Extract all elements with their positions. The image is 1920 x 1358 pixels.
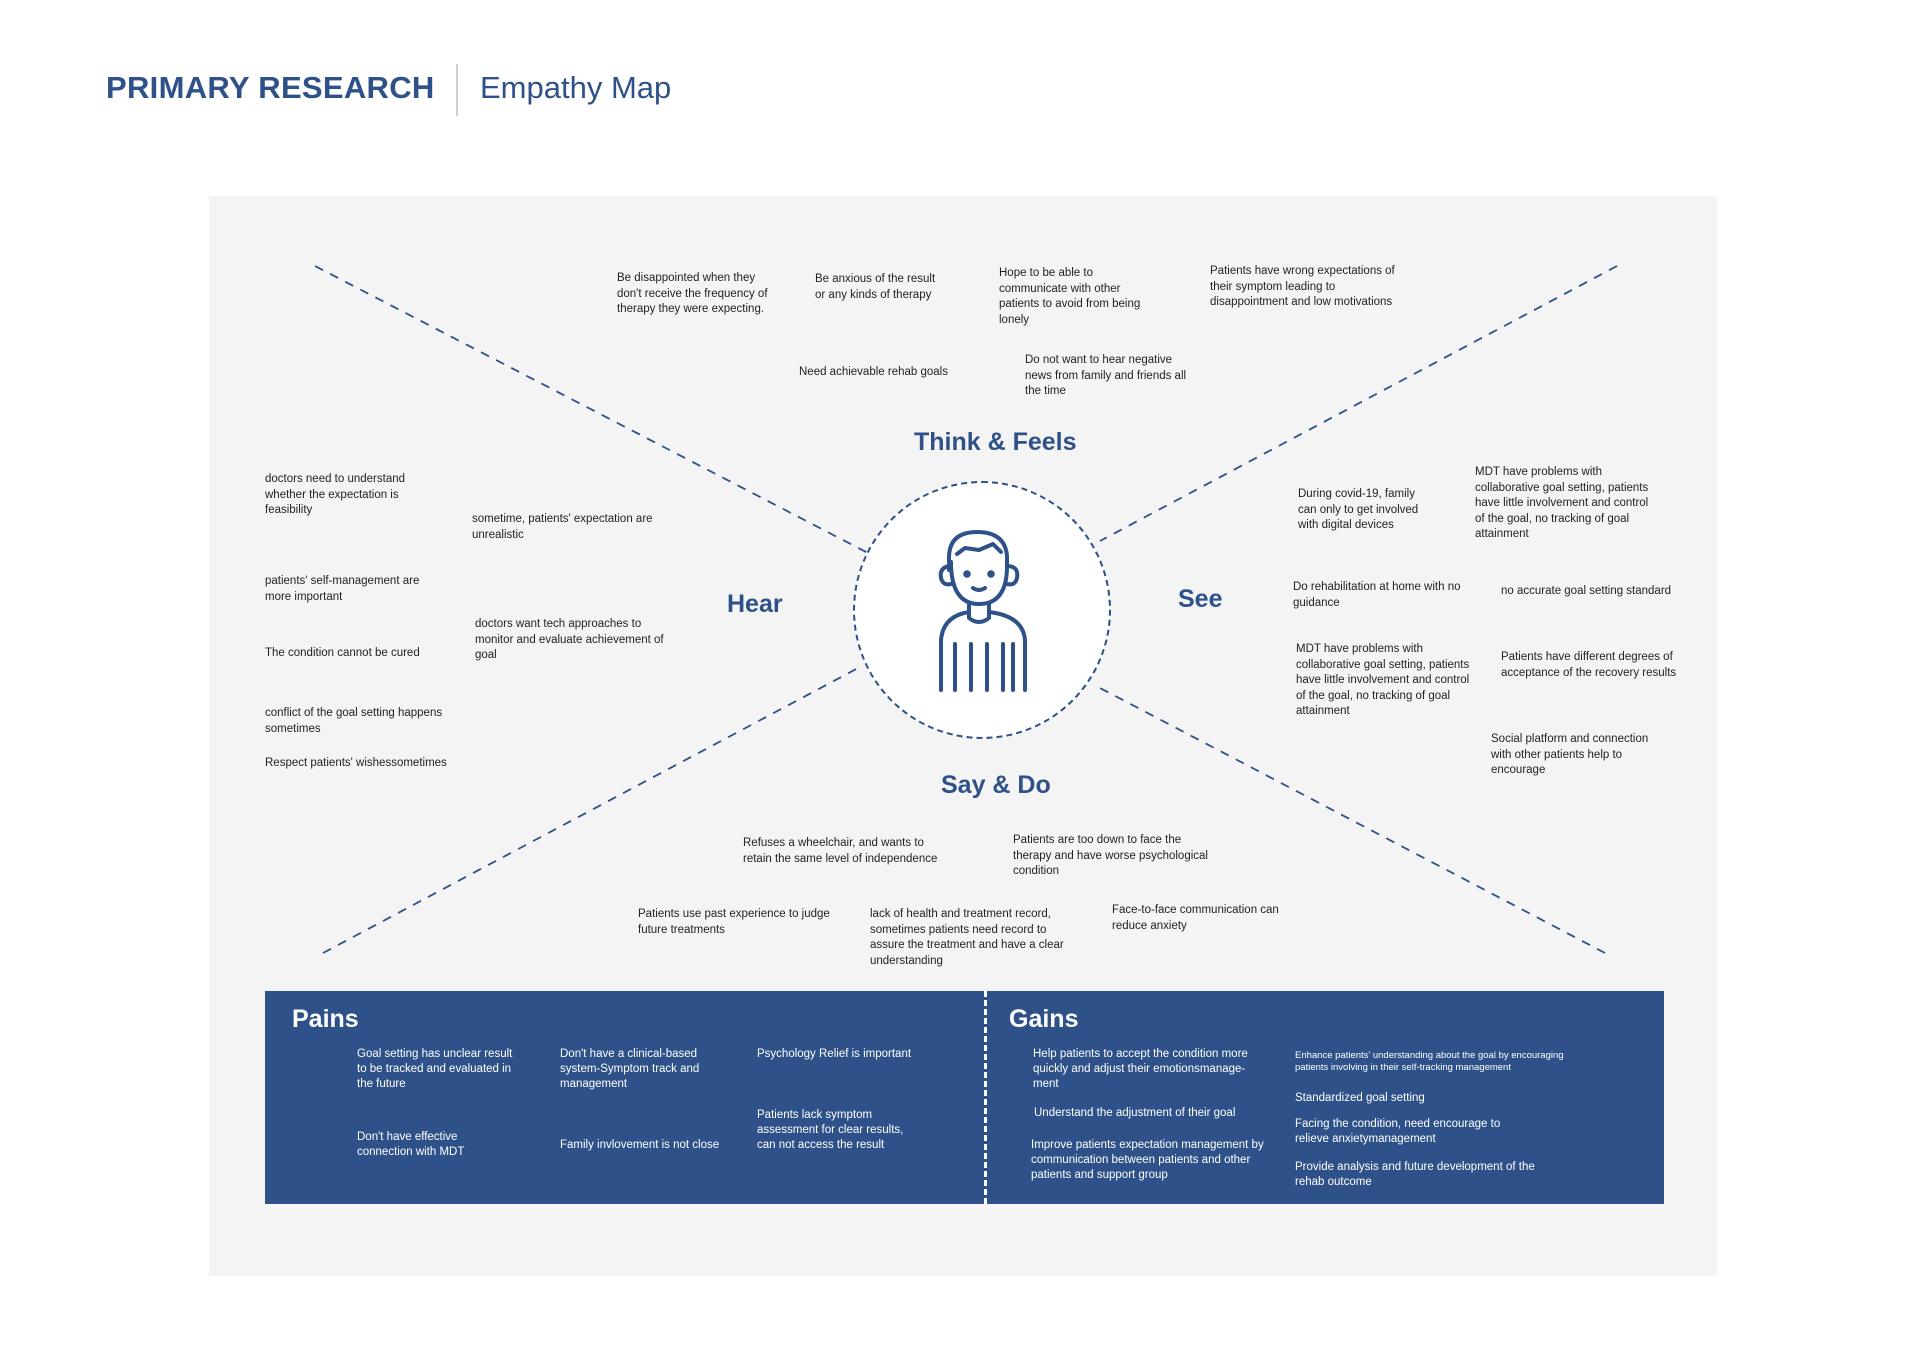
gain-item: Facing the condition, need encourage to …	[1295, 1118, 1501, 1145]
gain-item: Help patients to accept the condition mo…	[1033, 1048, 1248, 1090]
gain-item: Understand the adjustment of their goal	[1034, 1107, 1236, 1119]
think-note: Patients have wrong expectations of thei…	[1210, 265, 1395, 308]
hear-note: Respect patients' wishessometimes	[265, 757, 447, 769]
divider-top-right	[1099, 265, 1618, 542]
pain-item: Don't have a clinical-based system-Sympt…	[560, 1048, 700, 1090]
hear-label: Hear	[727, 590, 783, 618]
hear-note: doctors want tech approaches to monitor …	[475, 618, 664, 661]
page-subtitle: Empathy Map	[480, 70, 672, 105]
think-note: Hope to be able to communicate with othe…	[999, 267, 1141, 326]
see-note: MDT have problems with collaborative goa…	[1475, 466, 1649, 540]
pains-gains-divider	[984, 991, 987, 1204]
gain-item: Enhance patients' understanding about th…	[1295, 1050, 1564, 1073]
pain-item: Psychology Relief is important	[757, 1048, 912, 1060]
say-note: Face-to-face communication can reduce an…	[1112, 904, 1279, 932]
see-note: no accurate goal setting standard	[1501, 585, 1672, 597]
see-note: Social platform and connection with othe…	[1491, 733, 1649, 776]
think-note: Be disappointed when they don't receive …	[617, 272, 768, 315]
hear-note: conflict of the goal setting happens som…	[265, 707, 443, 735]
see-note: During covid-19, family can only to get …	[1298, 488, 1419, 531]
think-feels-label: Think & Feels	[914, 428, 1077, 456]
gains-heading: Gains	[1009, 1005, 1079, 1033]
gain-item: Standardized goal setting	[1295, 1092, 1425, 1104]
say-do-label: Say & Do	[941, 771, 1051, 799]
gain-item: Provide analysis and future development …	[1295, 1161, 1535, 1188]
say-note: Patients use past experience to judge fu…	[638, 908, 830, 936]
say-note: Patients are too down to face the therap…	[1013, 834, 1208, 877]
pains-heading: Pains	[292, 1005, 359, 1033]
hear-note: sometime, patients' expectation are unre…	[472, 513, 653, 541]
page-title: PRIMARY RESEARCH	[106, 70, 435, 105]
pain-item: Don't have effective connection with MDT	[357, 1131, 465, 1158]
say-note: Refuses a wheelchair, and wants to retai…	[743, 837, 938, 865]
gain-item: Improve patients expectation management …	[1031, 1139, 1264, 1181]
divider-top-left	[314, 265, 869, 554]
pain-item: Goal setting has unclear result to be tr…	[357, 1048, 513, 1090]
header-divider	[456, 64, 458, 116]
persona-circle	[853, 481, 1111, 739]
hear-note: patients' self-management are more impor…	[265, 575, 420, 603]
hear-note: The condition cannot be cured	[265, 647, 420, 659]
pain-item: Family invlovement is not close	[560, 1139, 720, 1151]
person-icon	[938, 530, 1027, 692]
pain-item: Patients lack symptom assessment for cle…	[757, 1109, 904, 1151]
see-label: See	[1178, 585, 1223, 613]
think-note: Need achievable rehab goals	[799, 366, 948, 378]
see-note: Patients have different degrees of accep…	[1501, 651, 1677, 679]
say-note: lack of health and treatment record, som…	[870, 908, 1064, 967]
think-note: Be anxious of the result or any kinds of…	[815, 273, 936, 301]
see-note: MDT have problems with collaborative goa…	[1296, 643, 1470, 717]
think-note: Do not want to hear negative news from f…	[1025, 354, 1187, 397]
hear-note: doctors need to understand whether the e…	[265, 473, 406, 516]
see-note: Do rehabilitation at home with no guidan…	[1293, 581, 1461, 609]
pains-gains-band	[265, 991, 1664, 1204]
